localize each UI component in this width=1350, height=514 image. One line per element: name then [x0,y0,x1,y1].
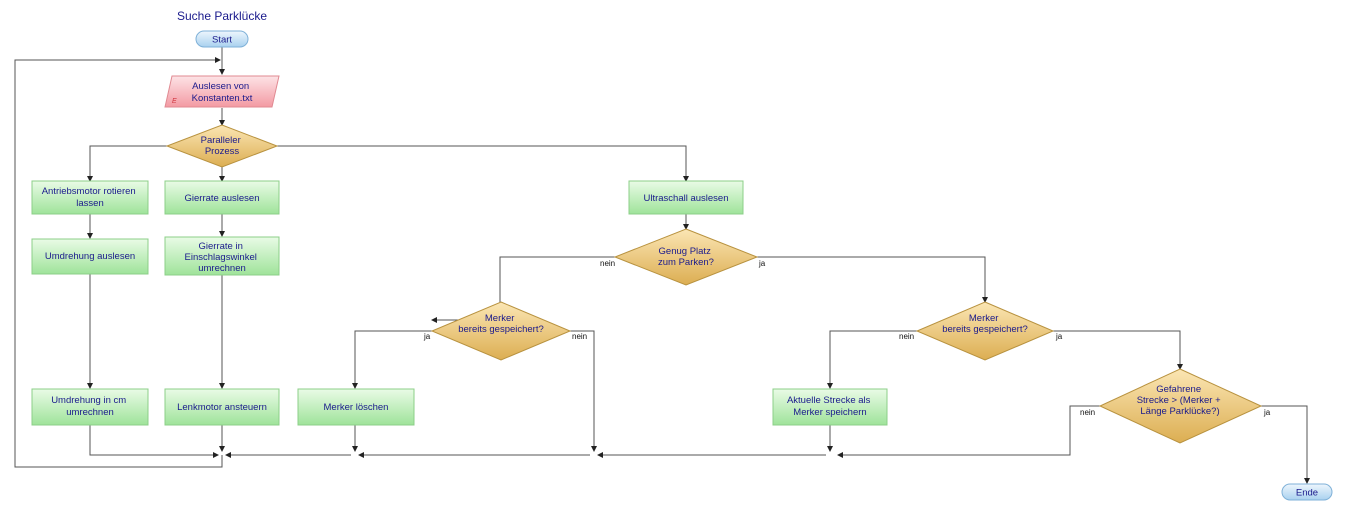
svg-text:Lenkmotor ansteuern: Lenkmotor ansteuern [177,402,267,413]
svg-text:Gierrate auslesen: Gierrate auslesen [185,193,260,204]
label-mr-yes: ja [1055,332,1063,341]
svg-text:Umdrehung auslesen: Umdrehung auslesen [45,251,135,262]
decision-space: Genug Platz zum Parken? [613,228,759,286]
start-terminal: Start [195,30,249,48]
svg-text:Antriebsmotor rotieren l: Antriebsmotor rotieren lassen [42,186,139,209]
io-marker: E [172,98,177,105]
label-dist-yes: ja [1263,408,1271,417]
decision-parallel: Paralleler Prozess [165,124,279,168]
svg-text:Aktuelle Strecke als Mer: Aktuelle Strecke als Merker speichern [787,395,873,418]
io-read-constants: E Auslesen von Konstanten.txt [164,75,280,108]
process-drive-motor: Antriebsmotor rotieren lassen [31,180,149,215]
diagram-title: Suche Parklücke [177,9,267,23]
end-terminal: Ende [1281,483,1333,501]
process-save-marker: Aktuelle Strecke als Merker speichern [772,388,888,426]
decision-marker-right: Merker bereits gespeichert? [915,301,1055,361]
svg-text:Genug Platz zum Parken?: Genug Platz zum Parken? [658,246,714,268]
svg-text:Gefahrene Strecke > (Mer: Gefahrene Strecke > (Merker + Länge Park… [1137,384,1224,417]
process-yaw-convert: Gierrate in Einschlagswinkel umrechnen [164,236,280,276]
process-read-ultrasound: Ultraschall auslesen [628,180,744,215]
branch-labels: nein ja ja nein nein ja nein ja [423,259,1271,417]
process-steer-motor: Lenkmotor ansteuern [164,388,280,426]
svg-text:Paralleler Prozess: Paralleler Prozess [201,135,244,157]
svg-text:Gierrate in Einschlagswi: Gierrate in Einschlagswinkel umrechnen [185,241,260,274]
svg-text:Umdrehung in cm umrechne: Umdrehung in cm umrechnen [51,395,129,418]
svg-text:Merker bereits gespeiche: Merker bereits gespeichert? [942,313,1028,335]
label-mr-no: nein [899,332,914,341]
process-delete-marker: Merker löschen [297,388,415,426]
label-space-no: nein [600,259,615,268]
end-label: Ende [1296,488,1318,499]
process-rotation-cm: Umdrehung in cm umrechnen [31,388,149,426]
process-read-yaw: Gierrate auslesen [164,180,280,215]
label-ml-yes: ja [423,332,431,341]
svg-text:Auslesen von Konstanten.: Auslesen von Konstanten.txt [192,81,253,104]
svg-text:Merker löschen: Merker löschen [324,402,389,413]
svg-text:Merker bereits gespeiche: Merker bereits gespeichert? [458,313,544,335]
svg-text:Ultraschall auslesen: Ultraschall auslesen [643,193,728,204]
label-ml-no: nein [572,332,587,341]
io-line-2: Konstanten.txt [192,93,253,104]
decision-marker-left: Merker bereits gespeichert? [430,301,572,361]
start-label: Start [212,35,232,46]
process-read-rotation: Umdrehung auslesen [31,238,149,275]
decision-distance: Gefahrene Strecke > (Merker + Länge Park… [1098,368,1263,444]
io-line-1: Auslesen von [192,81,249,92]
label-dist-no: nein [1080,408,1095,417]
label-space-yes: ja [758,259,766,268]
